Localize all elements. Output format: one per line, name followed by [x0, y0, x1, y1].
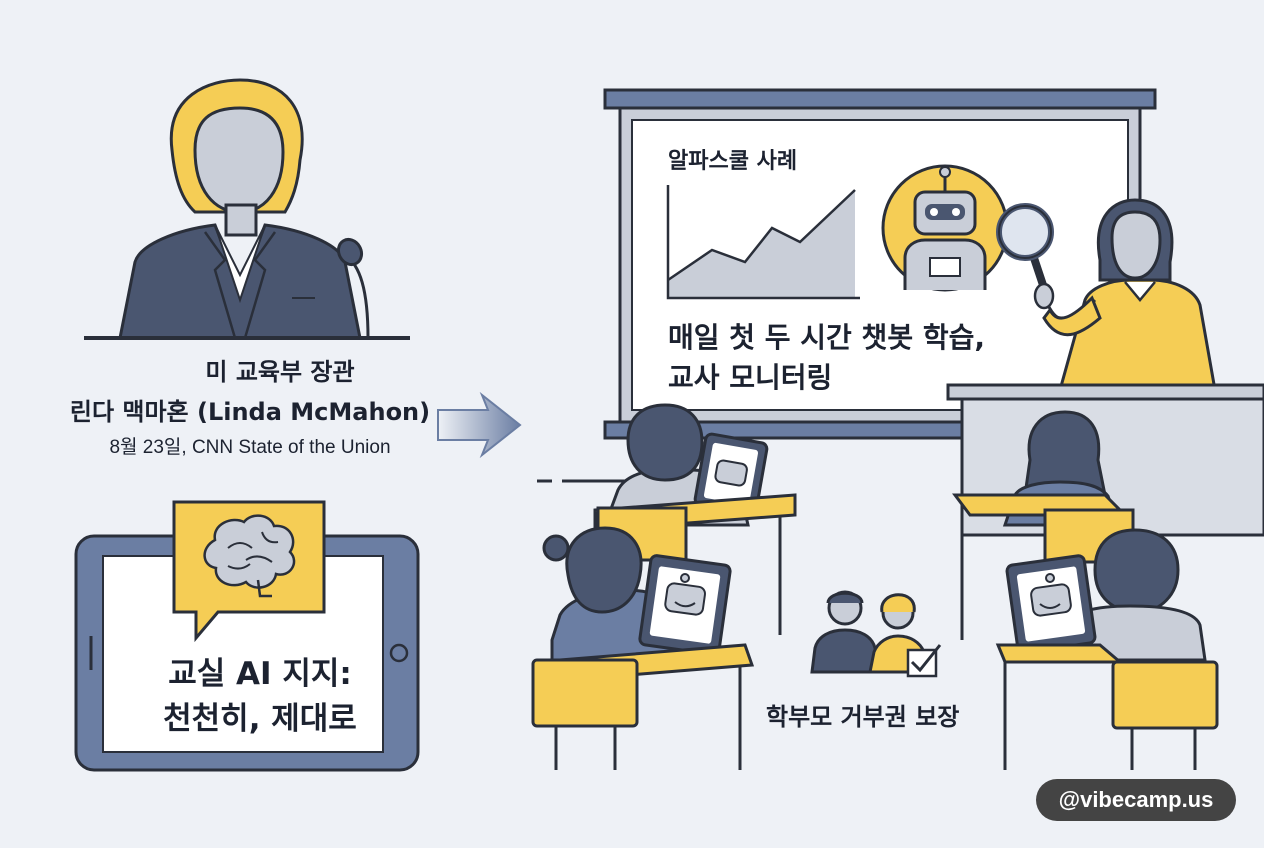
line-chart-icon — [666, 185, 860, 300]
tablet-headline-2: 천천히, 제대로 — [163, 701, 357, 737]
speaker-role: 미 교육부 장관 — [205, 358, 355, 386]
microphone-icon — [336, 237, 370, 339]
student-back-left — [602, 403, 769, 527]
slide-title: 알파스쿨 사례 — [668, 149, 798, 174]
teacher-figure — [1033, 198, 1217, 392]
speaker-name: 린다 맥마혼 (Linda McMahon) — [69, 398, 431, 426]
checkmark-icon — [906, 644, 942, 678]
desk-front-left — [531, 643, 755, 770]
robot-icon — [881, 164, 1009, 292]
speaker-date: 8월 23일, CNN State of the Union — [109, 437, 391, 458]
parents-label: 학부모 거부권 보장 — [766, 703, 960, 731]
desk-front-right — [995, 643, 1219, 770]
student-front-right — [1005, 528, 1207, 662]
watermark-badge: @vibecamp.us — [1036, 779, 1236, 821]
arrow-right-icon — [437, 391, 522, 459]
slide-line-1: 매일 첫 두 시간 챗봇 학습, — [668, 321, 985, 354]
student-front-left — [542, 526, 732, 662]
brain-icon — [203, 514, 296, 598]
tablet-headline-1: 교실 AI 지지: — [168, 656, 352, 692]
slide-line-2: 교사 모니터링 — [668, 361, 833, 394]
speaker-figure — [118, 78, 362, 340]
